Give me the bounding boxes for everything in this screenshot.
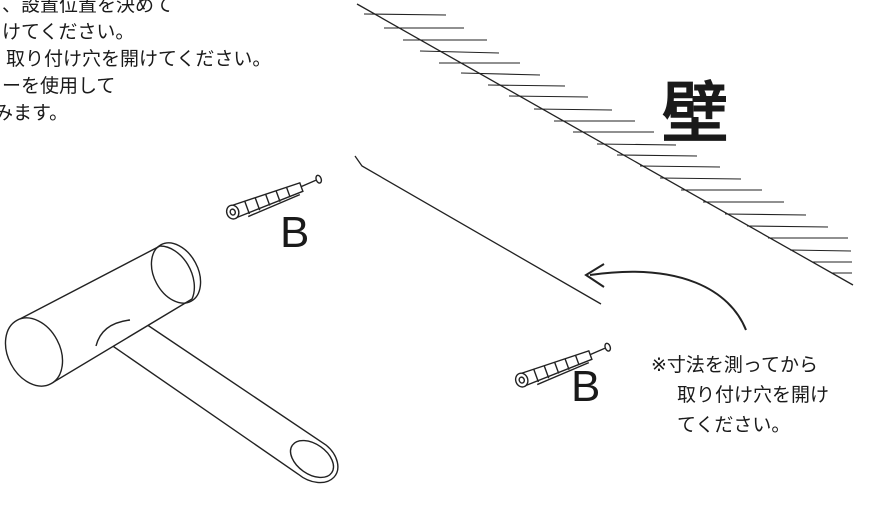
instruction-line: 取り付け穴を開けてください。 [6, 48, 272, 70]
note-line: ※寸法を測ってから [651, 354, 818, 376]
instruction-text: 、設置位置を決めて けてください。 取り付け穴を開けてください。 ーを使用して … [0, 0, 271, 127]
anchor-label-b: B [571, 362, 601, 411]
floor-line [354, 155, 602, 305]
note-line: 取り付け穴を開け [677, 384, 830, 406]
measure-note: ※寸法を測ってから 取り付け穴を開け てください。 [651, 350, 829, 440]
wall-hatching [363, 13, 852, 274]
curved-arrow-icon [584, 263, 747, 331]
instruction-line: みます。 [0, 102, 69, 124]
instruction-line: ーを使用して [2, 75, 116, 97]
wall-label: 壁 [662, 75, 728, 152]
instruction-line: 、設置位置を決めて [2, 0, 174, 16]
wall-plug-icon [225, 174, 323, 220]
anchor-label-b: B [280, 208, 310, 257]
note-line: てください。 [677, 414, 791, 436]
instruction-line: けてください。 [2, 21, 135, 43]
hammer-icon [4, 242, 339, 484]
wall-plug-icon [514, 342, 612, 388]
